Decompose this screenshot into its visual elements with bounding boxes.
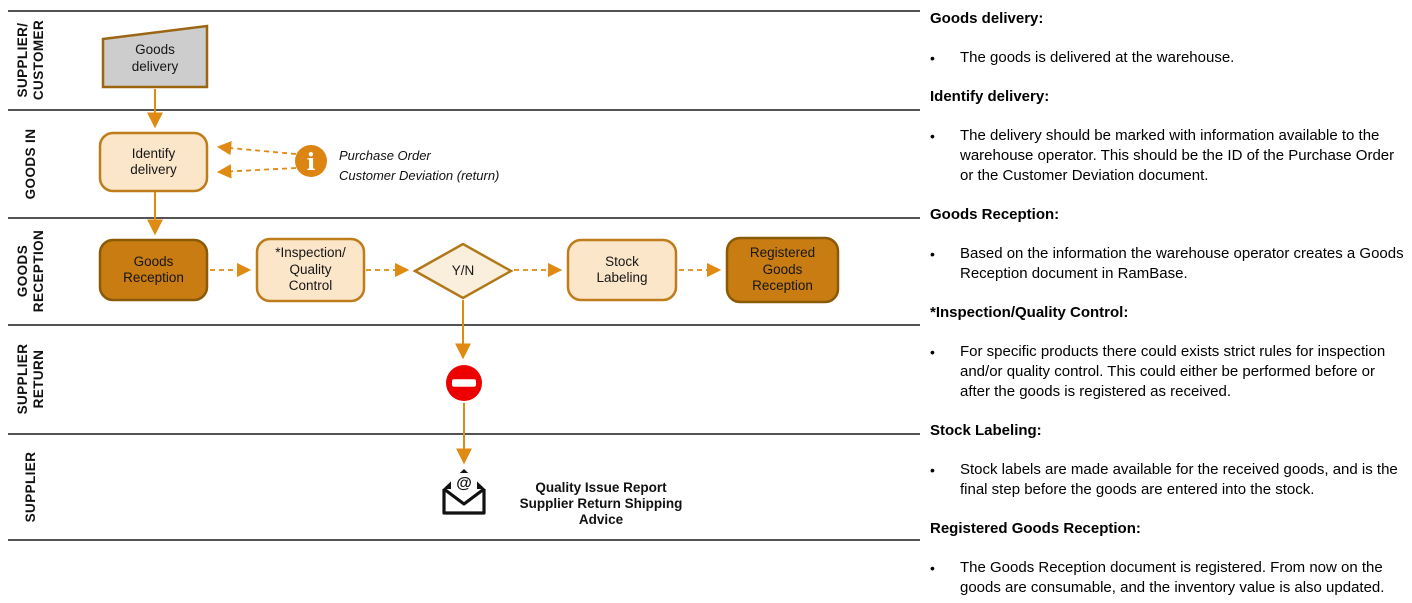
identify-delivery-shape xyxy=(98,131,209,193)
section-heading-stock-labeling: Stock Labeling: xyxy=(930,422,1042,439)
bullet-marker: • xyxy=(930,344,935,360)
bullet-item: • The goods is delivered at the warehous… xyxy=(930,49,1235,66)
section-heading-goods-reception: Goods Reception: xyxy=(930,206,1060,223)
dashed-flow-arrows xyxy=(210,140,722,278)
lane-label-supplier: SUPPLIER xyxy=(23,451,38,523)
bullet-marker: • xyxy=(930,50,935,66)
bullet-item: • Stock labels are made available for th… xyxy=(930,461,1398,498)
bullet-item: • The delivery should be marked with inf… xyxy=(930,127,1395,184)
info-annotation: Purchase Order Customer Deviation (retur… xyxy=(339,148,500,183)
section-heading-identify-delivery: Identify delivery: xyxy=(930,88,1050,105)
decision-diamond-shape xyxy=(412,242,514,300)
registered-goods-reception-shape xyxy=(725,236,840,304)
section-heading-registered-goods-reception: Registered Goods Reception: xyxy=(930,520,1141,537)
diagram-canvas: i @ xyxy=(8,10,920,541)
solid-flow-arrows xyxy=(147,89,472,465)
lane-label-supplier-customer: SUPPLIER/CUSTOMER xyxy=(15,19,46,101)
bullet-marker: • xyxy=(930,462,935,478)
bullet-item: • Based on the information the warehouse… xyxy=(930,245,1404,282)
goods-reception-shape xyxy=(98,238,209,302)
goods-delivery-shape xyxy=(101,24,209,89)
svg-text:i: i xyxy=(307,149,316,176)
description-panel: Goods delivery: • The goods is delivered… xyxy=(930,0,1408,598)
section-heading-inspection-quality-control: *Inspection/Quality Control: xyxy=(930,304,1129,321)
section-heading-goods-delivery: Goods delivery: xyxy=(930,10,1044,27)
info-icon: i xyxy=(295,145,327,177)
bullet-marker: • xyxy=(930,560,935,576)
lane-label-goods-in: GOODS IN xyxy=(23,128,38,200)
email-icon: @ xyxy=(442,469,486,515)
mail-annotation: Quality Issue Report Supplier Return Shi… xyxy=(519,480,683,527)
inspection-quality-control-shape xyxy=(255,237,366,303)
bullet-item: • For specific products there could exis… xyxy=(930,343,1386,400)
swimlane-diagram: i @ SUPPLIER/CUSTOMER GOODS IN GO xyxy=(8,10,920,541)
bullet-marker: • xyxy=(930,128,935,144)
no-entry-icon xyxy=(446,365,482,401)
svg-text:@: @ xyxy=(456,475,472,492)
bullet-item: • The Goods Reception document is regist… xyxy=(930,559,1385,596)
decision-label: Y/N xyxy=(451,262,475,278)
stock-labeling-shape xyxy=(566,238,678,302)
bullet-marker: • xyxy=(930,246,935,262)
